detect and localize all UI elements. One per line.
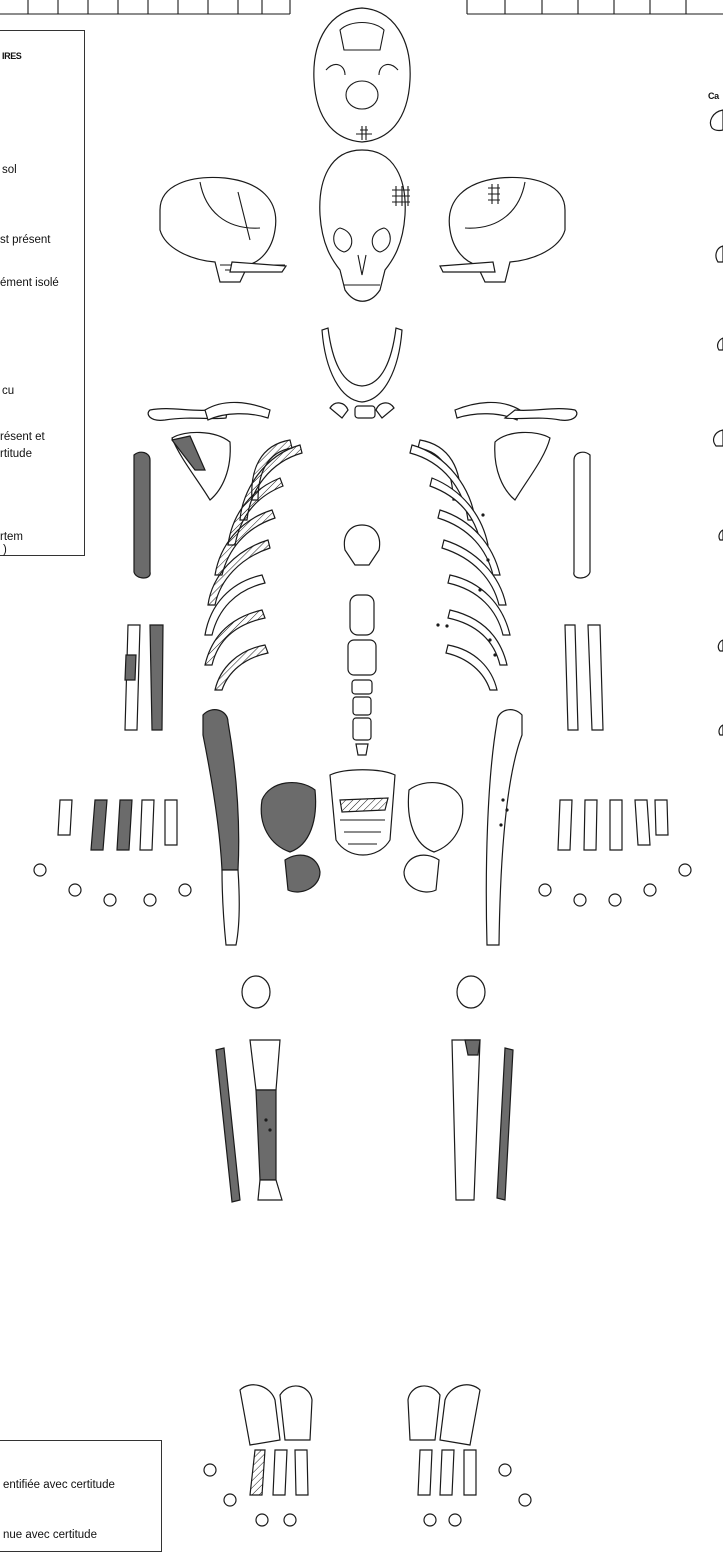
scale-ruler-left	[0, 0, 290, 14]
sternum	[344, 525, 379, 635]
scapula-left	[172, 432, 230, 500]
femur-left	[203, 710, 239, 945]
fibula-left	[216, 1048, 240, 1202]
right-column-bones	[710, 110, 723, 735]
tibia-right	[452, 1040, 480, 1200]
skull-right-lateral	[440, 177, 565, 282]
patellae	[242, 976, 485, 1008]
mandible	[322, 328, 402, 402]
humerus-right	[574, 452, 590, 578]
fibula-right	[497, 1048, 513, 1200]
ilium-right	[404, 783, 463, 892]
tibia-left	[250, 1040, 282, 1200]
femur-right	[486, 710, 522, 945]
humerus-left	[134, 452, 150, 578]
foot-right	[408, 1385, 531, 1526]
foot-left	[204, 1385, 312, 1526]
skull-frontal	[320, 150, 410, 301]
hand-right	[539, 800, 691, 906]
vertebral-column	[348, 640, 376, 755]
forearm-left	[125, 625, 163, 730]
forearm-right	[565, 625, 603, 730]
hand-left	[34, 800, 191, 906]
scale-ruler-right	[467, 0, 723, 14]
sacrum	[330, 770, 395, 855]
hyoid	[330, 403, 394, 418]
scapula-right	[495, 432, 550, 500]
skull-left-lateral	[160, 177, 286, 282]
ilium-left	[261, 783, 320, 892]
skull-base	[314, 8, 410, 142]
ribs-right	[410, 440, 510, 690]
